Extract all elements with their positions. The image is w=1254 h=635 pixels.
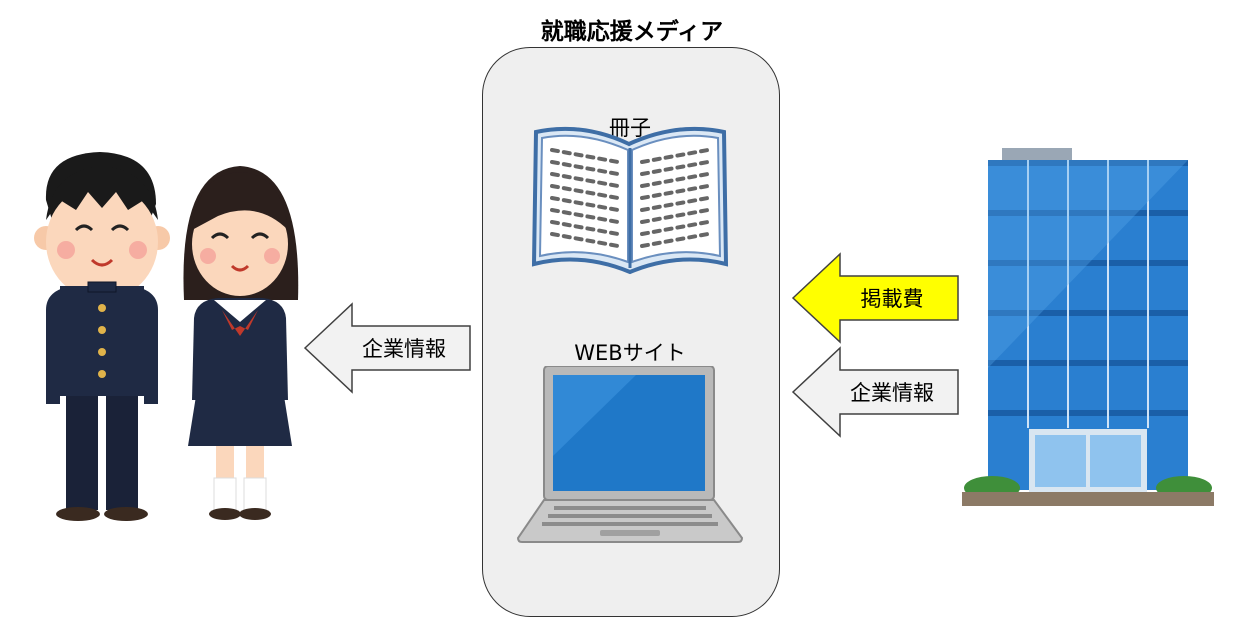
arrow-company-info-to-students: 企業情報 — [303, 302, 471, 394]
girl-student-icon — [183, 166, 299, 520]
web-site-label: WEBサイト — [574, 341, 686, 365]
boy-student-icon — [34, 152, 170, 521]
arrow-label-company-info-right: 企業情報 — [850, 381, 934, 405]
arrow-label-company-info-left: 企業情報 — [362, 337, 446, 361]
arrow-listing-fee: 掲載費 — [791, 252, 959, 344]
arrow-company-info-from-company: 企業情報 — [791, 346, 959, 438]
arrow-label-listing-fee: 掲載費 — [861, 287, 924, 311]
laptop-icon — [516, 366, 744, 543]
diagram-title: 就職応援メディア — [540, 19, 724, 45]
open-book-icon — [531, 126, 729, 275]
office-building-icon — [962, 148, 1214, 506]
